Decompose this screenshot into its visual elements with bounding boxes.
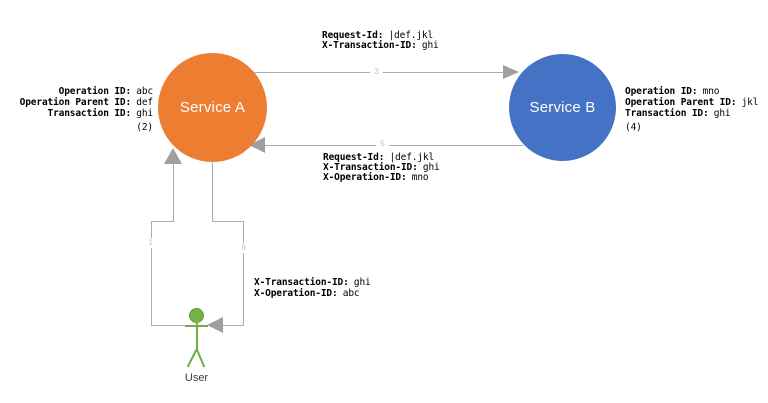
annotation-line: X-Operation-ID:abc xyxy=(254,287,360,299)
connector-a-to-user-drop xyxy=(212,162,213,221)
annotation-line: Request-Id:|def.jkl xyxy=(322,30,434,41)
connector-user-to-a-upper xyxy=(173,163,174,221)
connector-b-to-a-line xyxy=(264,145,523,146)
service-b-label: Service B xyxy=(529,99,596,116)
request-headers-a-to-b: Request-Id:|def.jkl X-Transaction-ID:ghi xyxy=(322,31,439,51)
annotation-line: X-Transaction-ID:ghi xyxy=(322,40,439,51)
response-headers-b-to-a: Request-Id:|def.jkl X-Transaction-ID:ghi… xyxy=(323,153,440,183)
arrowhead-left-icon xyxy=(207,317,223,333)
service-a-node: Service A xyxy=(158,53,267,162)
annotation-line: X-Operation-ID:mno xyxy=(323,172,429,183)
service-b-annotations: Operation ID:mno Operation Parent ID:jkl… xyxy=(625,86,758,133)
connector-a-to-user-jog xyxy=(212,221,244,222)
user-figure-head xyxy=(189,308,204,323)
step-1-marker: 1 xyxy=(141,238,155,248)
connector-user-to-a-jog xyxy=(151,221,174,222)
annotation-line: Request-Id:|def.jkl xyxy=(323,152,435,163)
connector-user-to-a-bottom xyxy=(151,325,197,326)
annotation-line: X-Transaction-ID:ghi xyxy=(254,277,371,288)
response-headers-a-to-user: X-Transaction-ID:ghi X-Operation-ID:abc xyxy=(254,277,371,299)
annotation-line: Transaction ID:ghi xyxy=(625,108,731,119)
annotation-line: Operation Parent ID:def xyxy=(19,97,153,108)
service-a-annotations: Operation ID:abc Operation Parent ID:def… xyxy=(10,86,153,133)
annotation-line: Operation ID:abc xyxy=(58,86,153,97)
user-leg-right xyxy=(195,348,206,368)
annotation-line: Operation ID:mno xyxy=(625,86,720,97)
user-leg-left xyxy=(186,348,198,368)
connector-a-to-user-vertical xyxy=(243,221,244,326)
connector-a-to-user-bottom xyxy=(222,325,244,326)
user-figure-body xyxy=(196,322,198,349)
step-2-marker: (2) xyxy=(136,122,153,133)
service-a-label: Service A xyxy=(179,99,246,116)
step-4-marker: (4) xyxy=(625,122,642,133)
connector-user-to-a-vertical xyxy=(151,221,152,326)
arrowhead-up-icon xyxy=(164,148,182,164)
annotation-line: Transaction ID:ghi xyxy=(47,108,154,119)
step-3-marker: 3 xyxy=(370,67,383,77)
step-5-marker: 5 xyxy=(376,139,389,149)
step-6-marker: 6 xyxy=(234,243,247,253)
user-label: User xyxy=(184,372,209,384)
arrowhead-right-icon xyxy=(503,65,519,79)
service-b-node: Service B xyxy=(509,54,616,161)
annotation-line: X-Transaction-ID:ghi xyxy=(323,162,440,173)
annotation-line: Operation Parent ID:jkl xyxy=(625,97,759,108)
user-figure-legs xyxy=(186,348,206,368)
